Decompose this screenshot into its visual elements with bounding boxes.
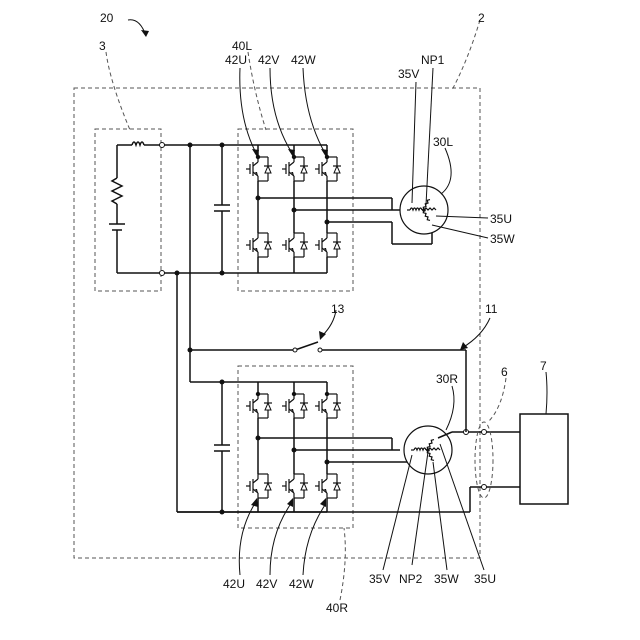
label-11: 11 [485, 302, 498, 316]
label-7: 7 [540, 359, 547, 373]
label-40L: 40L [232, 39, 252, 53]
leader-lines [106, 20, 547, 600]
label-3: 3 [99, 39, 106, 53]
label-42W-top: 42W [291, 53, 316, 67]
neutral-charging-lines [177, 350, 520, 512]
inverter-40L-legs [246, 145, 341, 273]
label-35V-top: 35V [398, 67, 419, 81]
motor-30R-phase-wires [258, 438, 410, 462]
label-13: 13 [331, 302, 345, 316]
motor-30R [404, 426, 452, 474]
label-6: 6 [501, 365, 508, 379]
label-42V-bottom: 42V [256, 577, 277, 591]
label-NP2: NP2 [399, 572, 423, 586]
label-2: 2 [478, 11, 485, 25]
battery-block-boundary [95, 129, 161, 291]
label-30R: 30R [436, 372, 458, 386]
label-42W-bottom: 42W [289, 577, 314, 591]
label-35V-bottom: 35V [369, 572, 390, 586]
charger-7 [520, 414, 568, 504]
label-35W-bottom: 35W [434, 572, 459, 586]
label-30L: 30L [433, 135, 453, 149]
label-42U-top: 42U [225, 53, 247, 67]
vehicle-boundary [74, 88, 480, 558]
label-NP1: NP1 [421, 53, 445, 67]
label-40R: 40R [326, 601, 348, 615]
label-42V-top: 42V [258, 53, 279, 67]
label-35W-top: 35W [490, 232, 515, 246]
label-35U-bottom: 35U [474, 572, 496, 586]
battery-symbol [109, 142, 165, 276]
label-20: 20 [100, 11, 114, 25]
inverter-40R-legs [246, 382, 341, 512]
label-42U-bottom: 42U [223, 577, 245, 591]
upper-dc-bus [164, 143, 327, 276]
label-35U-top: 35U [490, 212, 512, 226]
